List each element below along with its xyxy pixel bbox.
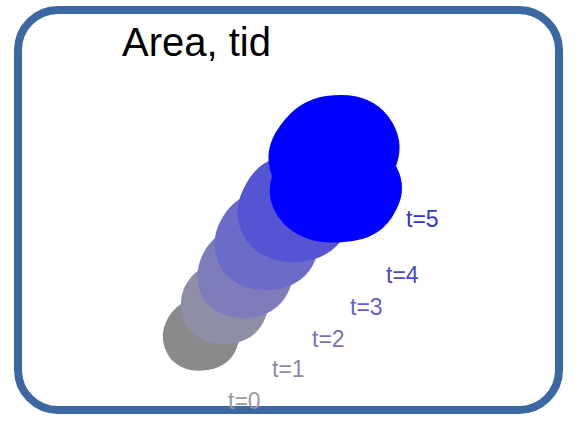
time-label: t=3 (350, 296, 383, 319)
panel-border (18, 10, 559, 410)
time-label: t=2 (312, 328, 345, 351)
time-label: t=5 (406, 208, 439, 231)
time-label: t=0 (228, 390, 261, 413)
area-blobs (163, 95, 402, 371)
time-label: t=1 (272, 358, 305, 381)
time-label: t=4 (386, 264, 419, 287)
panel-title: Area, tid (122, 22, 271, 62)
blob-t5 (268, 95, 402, 243)
